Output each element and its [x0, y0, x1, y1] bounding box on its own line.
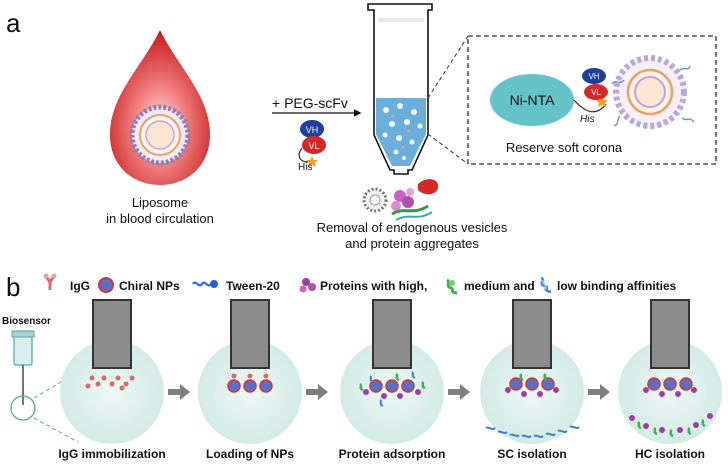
legend-igg: IgG: [70, 279, 90, 293]
step-1-label: IgG immobilization: [58, 447, 165, 461]
inset-vl-domain: [584, 84, 608, 100]
step-2-well: [198, 299, 302, 444]
step-arrow-2: [306, 384, 328, 400]
step-5-label: HC isolation: [635, 447, 705, 461]
scfv-icon: [298, 120, 326, 167]
step-arrow-1: [168, 384, 190, 400]
ni-nta-bead: [490, 74, 574, 126]
inset-caption: Reserve soft corona: [506, 140, 623, 155]
drop-label-line2: in blood circulation: [106, 211, 214, 226]
panel-b-letter: b: [6, 272, 20, 302]
high-affinity-protein-icon: [299, 278, 316, 293]
legend-low: low binding affinities: [557, 279, 677, 293]
legend-medium: medium and: [464, 279, 535, 293]
inset-vh: VH: [588, 72, 599, 81]
biosensor-probe-icon: [10, 330, 36, 421]
legend-tween: Tween-20: [226, 279, 280, 293]
inset-box: [467, 35, 717, 165]
his-star-icon: [596, 96, 608, 107]
removal-line2: and protein aggregates: [345, 236, 479, 251]
scfv-vh: VH: [306, 125, 319, 135]
inset-his: His: [580, 114, 594, 125]
step-1-well: [60, 299, 164, 444]
spin-column: [367, 3, 433, 175]
inset-vl: VL: [591, 88, 601, 97]
zoom-line-bottom: [427, 133, 469, 165]
red-aggregate-icon: [418, 179, 439, 195]
step-3-well: [340, 299, 444, 444]
tween-icon: [192, 280, 218, 288]
chiral-np-icon: [98, 277, 114, 293]
reagent-label: + PEG-scFv: [272, 95, 348, 111]
liposome-icon: [129, 104, 191, 166]
liposome-corona-icon: [611, 55, 695, 129]
step-arrow-3: [448, 384, 470, 400]
zoom-guide-bottom: [33, 417, 79, 443]
legend-chiral: Chiral NPs: [119, 279, 180, 293]
blood-drop: [110, 30, 210, 185]
medium-affinity-protein-icon: [446, 278, 458, 295]
legend-high: Proteins with high,: [320, 279, 427, 293]
step-arrow-4: [588, 384, 610, 400]
igg-icon: [43, 273, 57, 290]
scfv-vl: VL: [308, 141, 319, 151]
removed-vesicle-icon: [362, 187, 388, 213]
step-4-label: SC isolation: [497, 447, 566, 461]
step-3-label: Protein adsorption: [339, 447, 446, 461]
biosensor-label: Biosensor: [2, 316, 51, 327]
step-2-label: Loading of NPs: [206, 447, 294, 461]
low-affinity-protein-icon: [540, 276, 552, 294]
zoom-line-top: [427, 35, 469, 99]
step-4-well: [480, 299, 584, 444]
drop-label-line1: Liposome: [132, 195, 188, 210]
step-5-well: [618, 299, 722, 444]
panel-a-letter: a: [6, 8, 21, 38]
removal-line1: Removal of endogenous vesicles: [317, 220, 508, 235]
ni-nta-label: Ni-NTA: [510, 92, 556, 108]
inset-vh-domain: [582, 68, 606, 84]
scfv-his: His: [298, 162, 312, 173]
protein-aggregate-icon: [391, 188, 433, 221]
